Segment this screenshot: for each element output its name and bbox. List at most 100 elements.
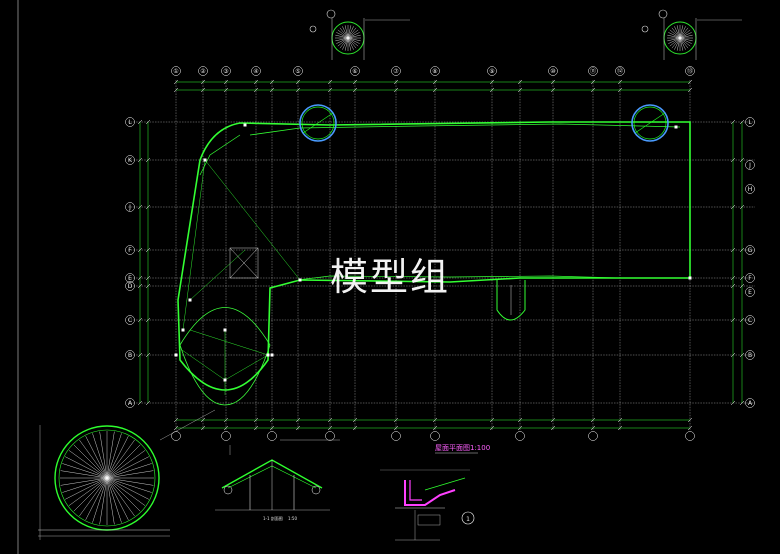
- tower-detail-right: [641, 9, 742, 60]
- dimension-tick: [517, 87, 523, 93]
- dimension-tick: [200, 79, 206, 85]
- ray-line: [347, 37, 357, 49]
- grid-bubble-label: ⑩: [550, 68, 555, 75]
- ray-line: [674, 26, 681, 39]
- section-scale: 1:50: [288, 516, 297, 521]
- ray-line: [62, 477, 108, 493]
- ray-line: [679, 37, 692, 44]
- ray-line: [79, 477, 108, 517]
- dimension-tick: [145, 157, 151, 163]
- ray-line: [347, 37, 354, 50]
- grid-bubble-label: ④: [253, 68, 258, 75]
- ray-line: [347, 26, 354, 39]
- ray-line: [679, 34, 693, 39]
- dimension-tick: [393, 79, 399, 85]
- ray-line: [668, 32, 681, 39]
- ray-line: [106, 450, 146, 479]
- dimension-tick: [617, 425, 623, 431]
- dimension-tick: [393, 417, 399, 423]
- grid-bubble-label: ③: [223, 68, 228, 75]
- roof-slope-lines: [181, 159, 301, 395]
- dimension-tick: [253, 425, 259, 431]
- eave-detail: [380, 469, 470, 541]
- grid-bubble-bottom: [430, 431, 440, 441]
- ray-line: [106, 477, 146, 506]
- ray-line: [62, 463, 108, 479]
- grid-bubble-bottom: [221, 431, 231, 441]
- grid-bubble-top: ⑥: [350, 66, 360, 76]
- dimension-tick: [137, 204, 143, 210]
- ray-line: [106, 477, 154, 486]
- ray-line: [106, 477, 135, 517]
- ray-line: [106, 470, 154, 479]
- dimension-tick: [137, 400, 143, 406]
- ray-line: [106, 477, 141, 512]
- grid-bubble-top: ⑩: [548, 66, 558, 76]
- grid-bubble-label: C: [128, 317, 132, 324]
- section-title: 1-1 剖面图: [263, 515, 283, 521]
- grid-bubble-left: C: [125, 315, 135, 325]
- grid-bubble-label: F: [128, 247, 132, 254]
- leader-line: [159, 409, 216, 441]
- grid-bubble-right: G: [745, 245, 755, 255]
- grid-bubble-label: L: [748, 119, 752, 126]
- dimension-tick: [327, 87, 333, 93]
- dimension-tick: [489, 87, 495, 93]
- ray-line: [99, 477, 108, 525]
- dimension-tick: [590, 425, 596, 431]
- grid-bubble-top: ⑤: [293, 66, 303, 76]
- ray-line: [85, 436, 108, 479]
- grid-bubble-top: ⑫: [615, 66, 625, 76]
- grid-bubble-label: ⑤: [295, 68, 300, 75]
- dimension-tick: [393, 87, 399, 93]
- ray-line: [347, 37, 359, 47]
- dimension-tick: [739, 204, 745, 210]
- bay-outline: [496, 280, 526, 321]
- column-node: [223, 328, 227, 332]
- column-node: [688, 276, 692, 280]
- dimension-tick: [352, 87, 358, 93]
- dimension-tick: [269, 87, 275, 93]
- grid-bubble-bottom: [325, 431, 335, 441]
- ray-line: [73, 477, 108, 512]
- dimension-tick: [295, 425, 301, 431]
- ray-line: [85, 477, 108, 520]
- ray-line: [347, 37, 361, 42]
- ray-line: [339, 37, 349, 49]
- ray-line: [671, 27, 681, 39]
- dimension-tick: [200, 87, 206, 93]
- ray-line: [337, 37, 349, 47]
- dimension-tick: [327, 417, 333, 423]
- dimension-tick: [137, 352, 143, 358]
- dimension-tick: [173, 425, 179, 431]
- dimension-tick: [730, 119, 736, 125]
- dimension-tick: [173, 87, 179, 93]
- dimension-tick: [327, 425, 333, 431]
- dimension-tick: [269, 425, 275, 431]
- ray-line: [669, 37, 681, 47]
- grid-bubble-label: ⑪: [590, 67, 596, 75]
- dimension-tick: [200, 417, 206, 423]
- ray-line: [674, 37, 681, 50]
- column-node: [266, 353, 270, 357]
- grid-bubble-top: ⑧: [430, 66, 440, 76]
- dimension-tick: [145, 400, 151, 406]
- dimension-tick: [730, 247, 736, 253]
- ray-line: [347, 37, 360, 44]
- column-node: [174, 353, 178, 357]
- grid-bubble-right: E: [745, 287, 755, 297]
- dimension-tick: [145, 317, 151, 323]
- grid-bubble-label: L: [128, 119, 132, 126]
- dimension-tick: [223, 87, 229, 93]
- grid-bubble-label: K: [128, 157, 133, 164]
- ray-line: [679, 26, 686, 39]
- ray-line: [99, 431, 108, 479]
- dimension-tick: [137, 119, 143, 125]
- dimension-tick: [730, 204, 736, 210]
- ray-line: [342, 26, 349, 39]
- grid-bubble-right: B: [745, 350, 755, 360]
- dimension-tick: [730, 283, 736, 289]
- round-bay: [179, 307, 271, 406]
